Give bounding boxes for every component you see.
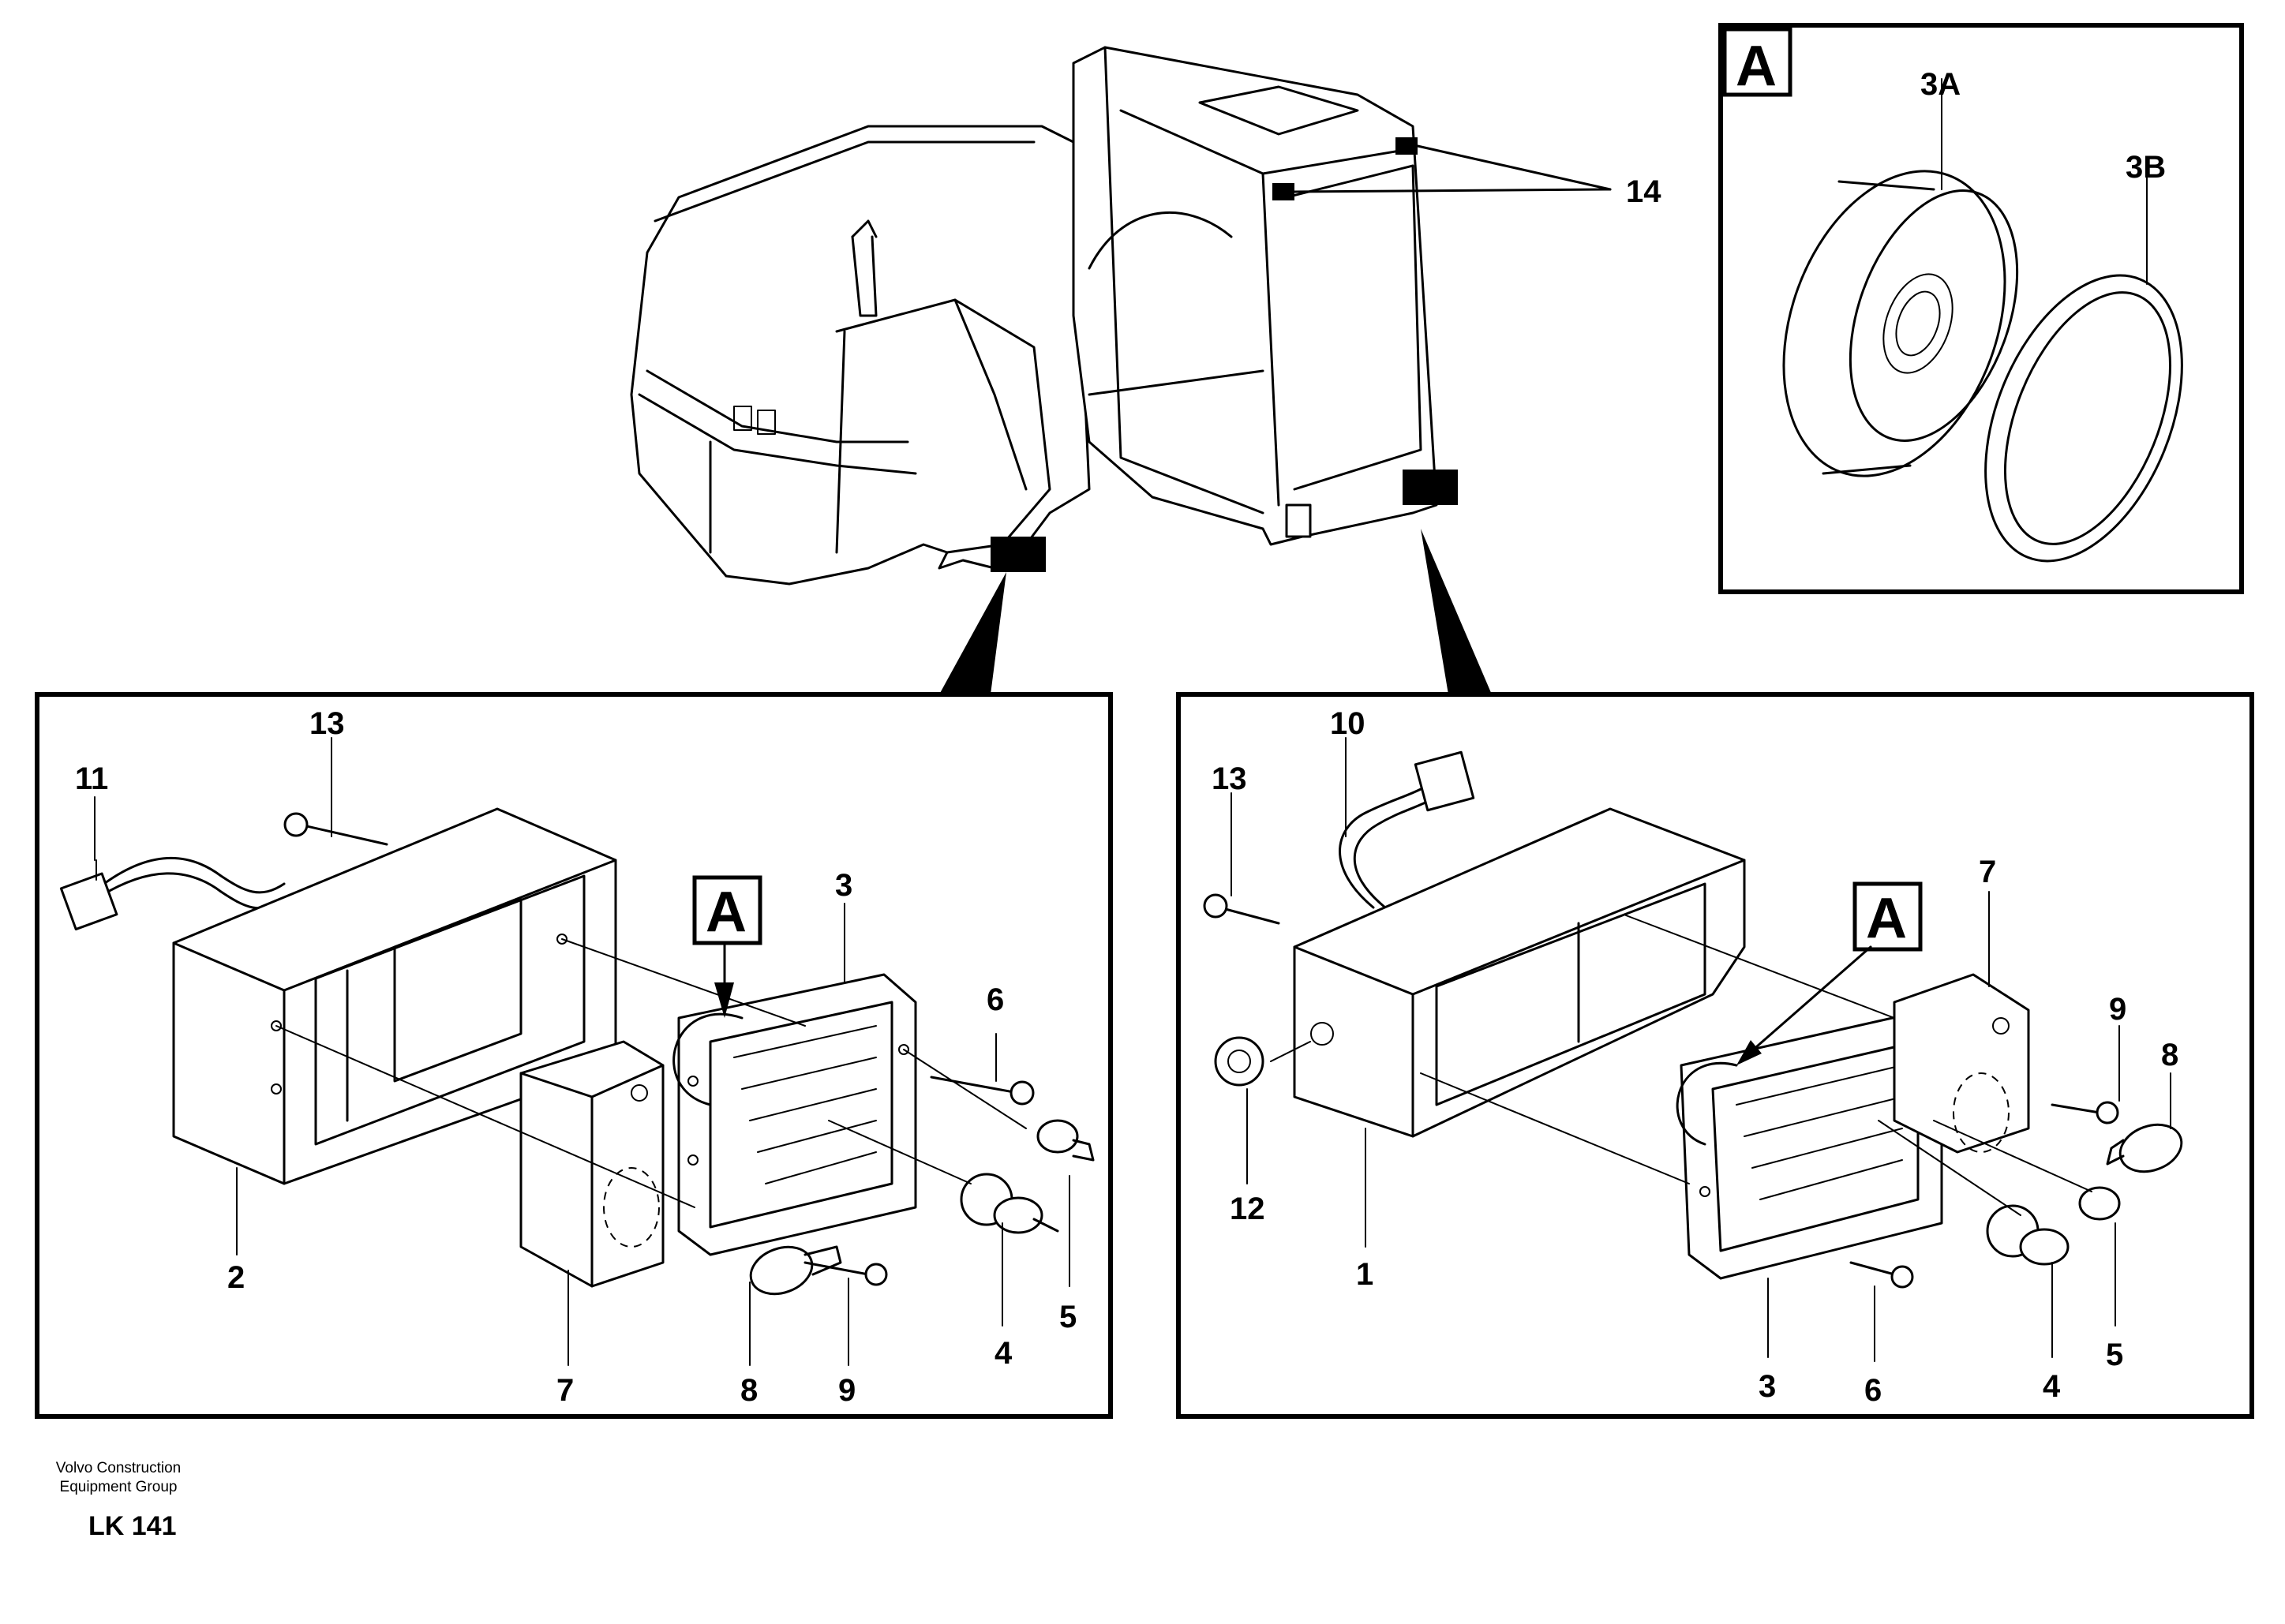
right-lamp-assembly — [1203, 737, 2183, 1362]
callout-7-right: 7 — [1979, 855, 1996, 889]
callout-12: 12 — [1230, 1192, 1265, 1226]
lens-ring-3b — [1984, 177, 2183, 563]
callout-13-left: 13 — [309, 706, 345, 741]
callout-5-right: 5 — [2106, 1338, 2123, 1372]
callout-3-left: 3 — [835, 868, 852, 903]
right-detail-pointer — [1421, 529, 1492, 694]
right-detail-a-letter: A — [1866, 887, 1907, 950]
callout-2: 2 — [227, 1260, 245, 1295]
callout-6-left: 6 — [987, 982, 1004, 1017]
footer-diagram-code: LK 141 — [88, 1511, 177, 1541]
left-detail-a-letter: A — [706, 881, 747, 944]
callout-3-right: 3 — [1759, 1369, 1776, 1404]
callout-13-right: 13 — [1212, 761, 1247, 796]
inset-a-letter: A — [1736, 35, 1777, 98]
callout-3b: 3B — [2126, 150, 2166, 185]
machine-overview — [630, 46, 1612, 586]
callout-9-right: 9 — [2109, 992, 2126, 1027]
inset-a-letter-box — [1722, 27, 1792, 97]
footer-company-line1: Volvo Construction — [56, 1460, 181, 1476]
left-detail-a-box — [692, 875, 762, 945]
callout-5-left: 5 — [1059, 1300, 1077, 1334]
right-detail-a-arrow — [1736, 1040, 1762, 1065]
reflector-housing-3a — [1782, 78, 2019, 477]
left-lamp-assembly — [59, 737, 1095, 1366]
callout-6-right: 6 — [1864, 1373, 1882, 1408]
callout-4-right: 4 — [2043, 1369, 2061, 1404]
callout-1: 1 — [1356, 1257, 1373, 1292]
callout-7-left: 7 — [556, 1373, 574, 1408]
callout-11: 11 — [75, 761, 108, 796]
callout-9-left: 9 — [838, 1373, 856, 1408]
footer-company-line2: Equipment Group — [60, 1479, 178, 1495]
callout-3a: 3A — [1920, 67, 1961, 102]
callout-14: 14 — [1626, 174, 1661, 209]
left-detail-a-arrow — [714, 982, 734, 1018]
callout-8-right: 8 — [2161, 1038, 2178, 1072]
right-detail-a-box — [1852, 881, 1923, 952]
left-detail-pointer — [939, 572, 1006, 694]
callout-8-left: 8 — [740, 1373, 758, 1408]
callout-10: 10 — [1330, 706, 1365, 741]
callout-4-left: 4 — [995, 1336, 1013, 1371]
